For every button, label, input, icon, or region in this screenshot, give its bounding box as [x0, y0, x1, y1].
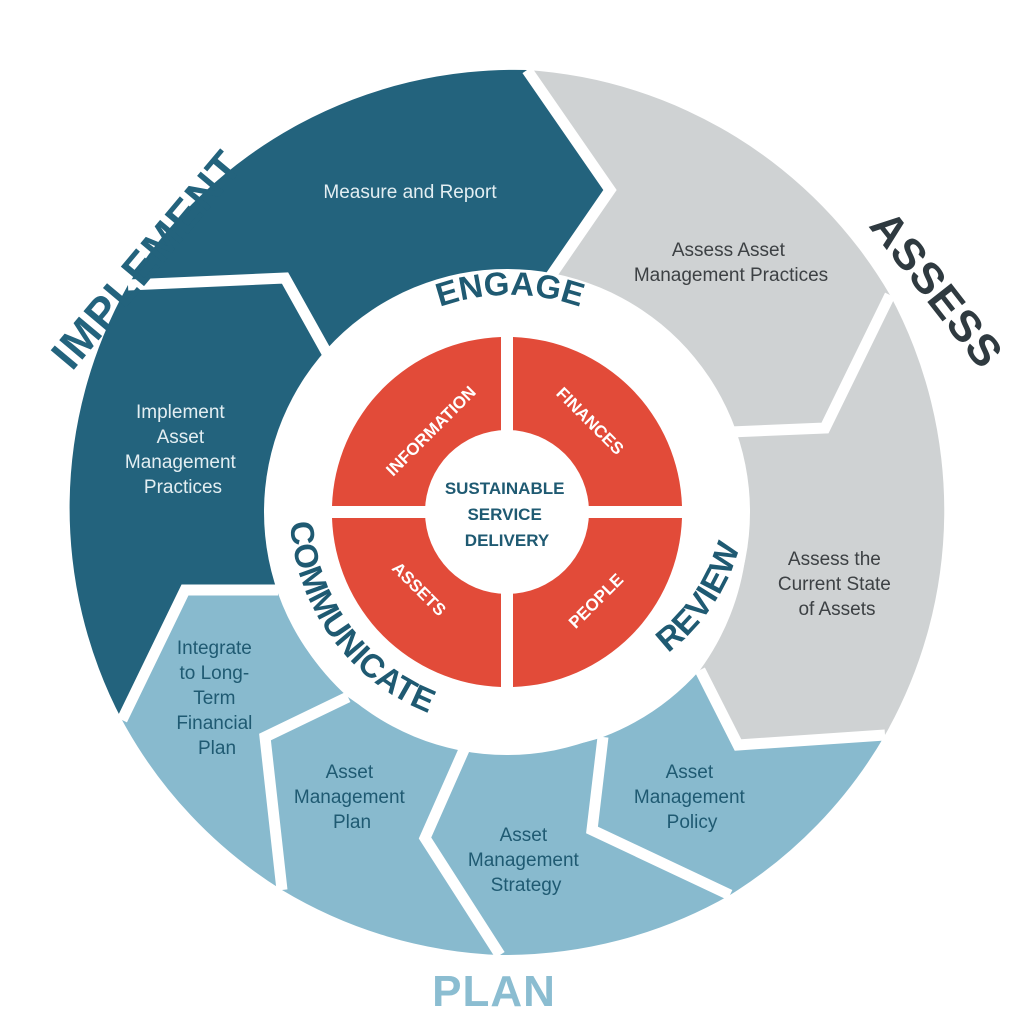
segment-labels: Measure and Report Implement Asset Manag… — [125, 182, 896, 896]
center-hub — [425, 430, 589, 594]
segment-assess-practices[interactable] — [527, 70, 890, 432]
label-am-policy: Asset Management Policy — [634, 762, 750, 833]
segment-implement-practices[interactable] — [69, 278, 329, 720]
label-am-strategy: Asset Management Strategy — [468, 825, 584, 896]
segment-measure-and-report[interactable] — [128, 69, 610, 356]
label-assess-practices: Assess Asset Management Practices — [634, 240, 828, 286]
segment-dividers — [117, 66, 895, 958]
label-assess-current-state: Assess the Current State of Assets — [778, 549, 896, 620]
segment-am-plan[interactable] — [265, 697, 500, 955]
label-am-plan: Asset Management Plan — [294, 762, 410, 833]
center-label: SUSTAINABLE SERVICE DELIVERY — [445, 479, 569, 550]
segment-am-policy[interactable] — [592, 670, 885, 895]
segment-am-strategy[interactable] — [425, 737, 730, 956]
label-measure-and-report: Measure and Report — [323, 182, 497, 203]
outer-cycle-ring — [69, 69, 945, 956]
segment-integrate-ltfp[interactable] — [122, 590, 348, 890]
label-integrate-ltfp: Integrate to Long- Term Financial Plan — [176, 638, 257, 759]
phase-plan: PLAN — [432, 967, 556, 1016]
label-implement-practices: Implement Asset Management Practices — [125, 402, 241, 498]
segment-assess-current-state[interactable] — [700, 295, 945, 745]
